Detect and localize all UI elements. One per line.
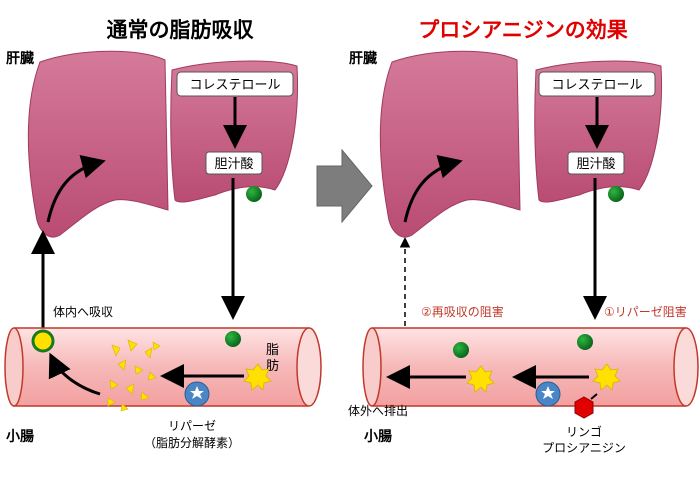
right-bile-acid-box <box>567 151 625 175</box>
right-arrow-into-liver <box>403 155 463 223</box>
left-fat-star <box>243 363 272 391</box>
transition-arrow <box>316 148 373 224</box>
left-liver-label: 肝臓 <box>6 50 34 67</box>
right-procyanidin-label: プロシアニジン <box>542 441 626 455</box>
left-fat-label-hidden: 脂肪 <box>0 0 2 1</box>
right-bile-acid-text: 胆汁酸 <box>576 157 615 172</box>
right-liver-main-lobe <box>379 50 521 238</box>
left-cholesterol-box <box>176 71 294 97</box>
left-cholesterol-text: コレステロール <box>189 78 280 93</box>
right-title: プロシアニジンの効果 <box>418 18 628 42</box>
right-excrete-label: 体外へ排出 <box>348 404 408 418</box>
left-bile-acid-dot <box>246 186 262 202</box>
right-fat-star-2 <box>592 363 621 391</box>
right-inhibit-lipase-label: ①リパーゼ阻害 <box>604 304 687 319</box>
right-inhibit-reabsorb-label: ②再吸収の阻害 <box>421 304 504 319</box>
right-intestine-label: 小腸 <box>364 428 392 445</box>
left-title: 通常の脂肪吸収 <box>107 18 255 42</box>
left-arrow-into-liver <box>46 155 106 223</box>
left-panel: 通常の脂肪吸収 肝臓 コレステロール 胆汁酸 体内へ吸収 <box>0 0 322 450</box>
left-intestine-bile-dot <box>225 331 241 347</box>
left-liver-main-lobe <box>27 50 169 238</box>
left-bile-acid-text: 胆汁酸 <box>214 157 253 172</box>
right-panel: プロシアニジンの効果 肝臓 コレステロール 胆汁酸 ②再吸収の阻害 ①リパーゼ阻… <box>348 18 699 455</box>
left-fat-fragments <box>107 339 161 412</box>
right-fat-star-1 <box>466 365 495 393</box>
right-lipase-enzyme-icon <box>535 381 561 407</box>
right-intestine <box>362 327 699 407</box>
left-fat-label-1: 脂 <box>266 343 279 358</box>
procyanidin-icon <box>574 393 598 419</box>
right-bile-acid-dot <box>608 186 624 202</box>
right-liver-label: 肝臓 <box>349 50 377 67</box>
left-intestine-label: 小腸 <box>6 428 34 445</box>
left-lipase-sublabel: （脂肪分解酵素） <box>144 435 240 450</box>
right-intestine-bile-dot-2 <box>577 334 593 350</box>
right-cholesterol-box <box>538 71 656 97</box>
left-absorbed-fat <box>31 329 55 353</box>
left-arrow-curve-absorb <box>48 352 101 396</box>
left-absorb-label: 体内へ吸収 <box>53 305 113 319</box>
right-cholesterol-text: コレステロール <box>551 78 642 93</box>
lipase-enzyme-icon <box>184 381 210 407</box>
left-fat-label-2: 肪 <box>266 358 279 374</box>
right-intestine-bile-dot-1 <box>453 342 469 358</box>
right-apple-label: リンゴ <box>566 424 602 439</box>
left-lipase-label: リパーゼ <box>168 419 216 433</box>
left-bile-acid-box <box>205 151 263 175</box>
